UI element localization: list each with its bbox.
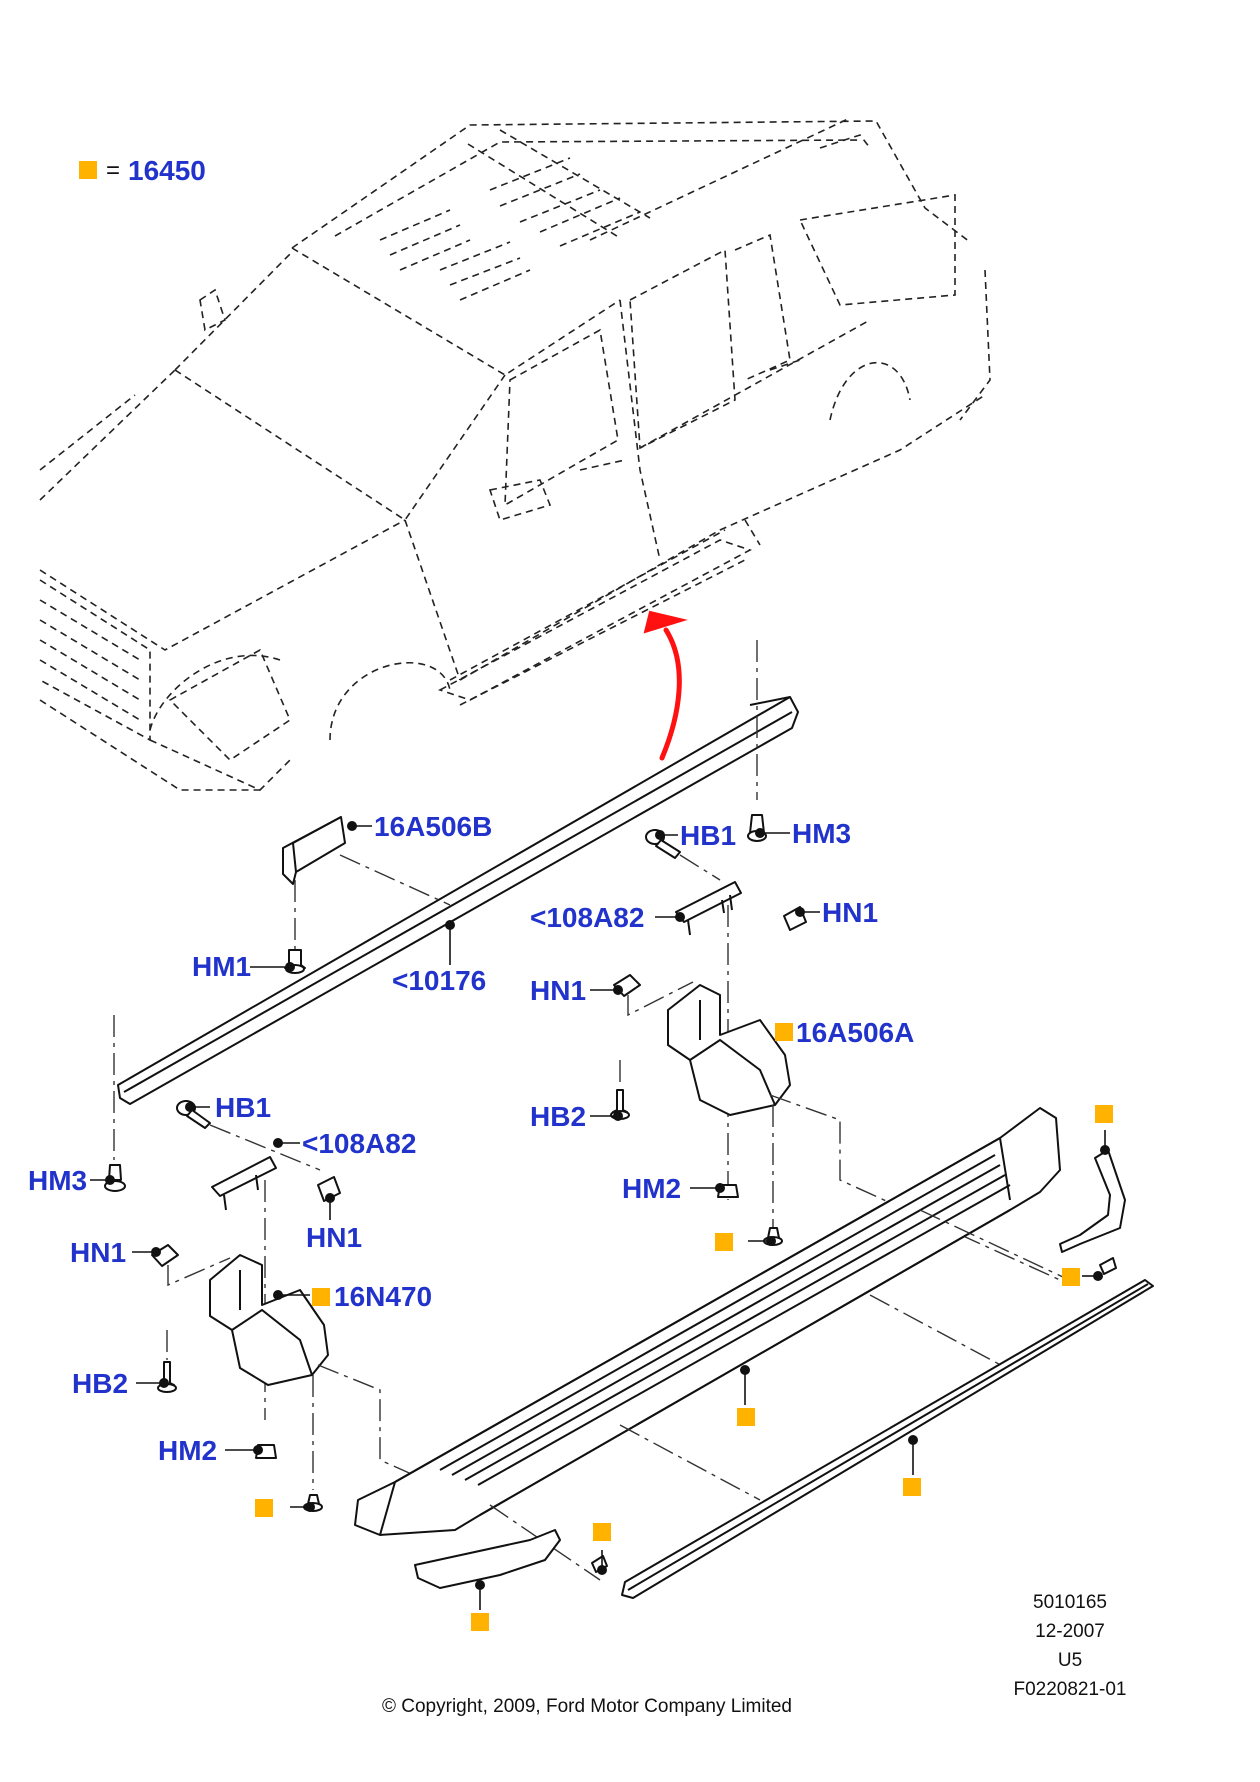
- marker-screw-front: [593, 1523, 611, 1541]
- nut-hn1-lower-right: [317, 1176, 341, 1202]
- centerline-hb1-lower: [209, 1124, 321, 1171]
- leader-lines: [90, 821, 1110, 1610]
- marker-trim: [903, 1478, 921, 1496]
- running-board: [354, 1107, 1061, 1536]
- marker-board-mid: [737, 1408, 755, 1426]
- label-hm3-upper: HM3: [792, 818, 851, 849]
- label-hm2-lower: HM2: [158, 1435, 217, 1466]
- label-hb2-upper: HB2: [530, 1101, 586, 1132]
- label-16A506A: 16A506A: [796, 1017, 914, 1048]
- bracket-16A506A: [667, 984, 791, 1116]
- install-direction-arrow: [643, 610, 688, 761]
- label-hb2-lower: HB2: [72, 1368, 128, 1399]
- copyright: © Copyright, 2009, Ford Motor Company Li…: [382, 1696, 792, 1717]
- bracket-108A82-lower: [211, 1156, 277, 1211]
- marker-end-cap-rear-top: [1095, 1105, 1113, 1123]
- footer: 5010165 12-2007 U5 F0220821-01 © Copyrig…: [382, 1592, 1127, 1717]
- screw-rear: [1099, 1257, 1117, 1275]
- bracket-16N470: [209, 1254, 329, 1386]
- bracket-108A82-upper: [675, 881, 742, 936]
- label-hb1-upper: HB1: [680, 820, 736, 851]
- marker-16A506A: [775, 1023, 793, 1041]
- label-108A82-lower: <108A82: [302, 1128, 416, 1159]
- legend: = 16450: [79, 155, 206, 186]
- centerline-hn1-lower: [167, 1257, 231, 1287]
- legend-code: 16450: [128, 155, 206, 186]
- marker-clip-upper: [715, 1233, 733, 1251]
- marker-screw-rear: [1062, 1268, 1080, 1286]
- label-hb1-lower: HB1: [215, 1092, 271, 1123]
- marker-end-cap-front: [471, 1613, 489, 1631]
- label-hm3-lower: HM3: [28, 1165, 87, 1196]
- label-hn1-lower-right: HN1: [306, 1222, 362, 1253]
- label-108A82-upper: <108A82: [530, 902, 644, 933]
- bolt-hb2-lower: [157, 1361, 177, 1393]
- fastener-hm3-upper: [747, 814, 767, 842]
- label-hm1: HM1: [192, 951, 251, 982]
- centerline-board-mid: [619, 1209, 1081, 1501]
- label-hn1-center: HN1: [530, 975, 586, 1006]
- doc-version: U5: [1058, 1650, 1082, 1671]
- end-cap-rear: [1059, 1149, 1126, 1253]
- legend-marker: [79, 161, 97, 179]
- end-cap-front: [414, 1529, 561, 1589]
- figure-id: F0220821-01: [1013, 1679, 1126, 1700]
- label-10176: <10176: [392, 965, 486, 996]
- doc-number: 5010165: [1033, 1592, 1107, 1613]
- label-hn1-lower-left: HN1: [70, 1237, 126, 1268]
- bracket-16A506B: [282, 816, 346, 885]
- centerline-16A506A-right: [769, 1094, 1061, 1281]
- doc-date: 12-2007: [1035, 1621, 1105, 1642]
- centerline-hn1-center: [627, 981, 694, 1017]
- label-hn1-upper-right: HN1: [822, 897, 878, 928]
- callout-labels: 16A506B HB1 HM3 <108A82 HN1 HM1 <10176 H…: [28, 811, 914, 1466]
- nut-hn1-lower-left: [151, 1244, 179, 1267]
- orange-markers: [255, 1023, 1113, 1631]
- marker-clip-lower: [255, 1499, 273, 1517]
- centerline-16A506B: [339, 854, 451, 906]
- legend-equals: =: [106, 157, 120, 184]
- trim-strip: [621, 1279, 1154, 1599]
- centerline-hb1-upper: [679, 854, 721, 881]
- label-hm2-upper: HM2: [622, 1173, 681, 1204]
- rail-10176: [117, 696, 799, 1105]
- label-16N470: 16N470: [334, 1281, 432, 1312]
- vehicle-phantom-outline: [39, 117, 991, 791]
- marker-16N470: [312, 1288, 330, 1306]
- label-16A506B: 16A506B: [374, 811, 492, 842]
